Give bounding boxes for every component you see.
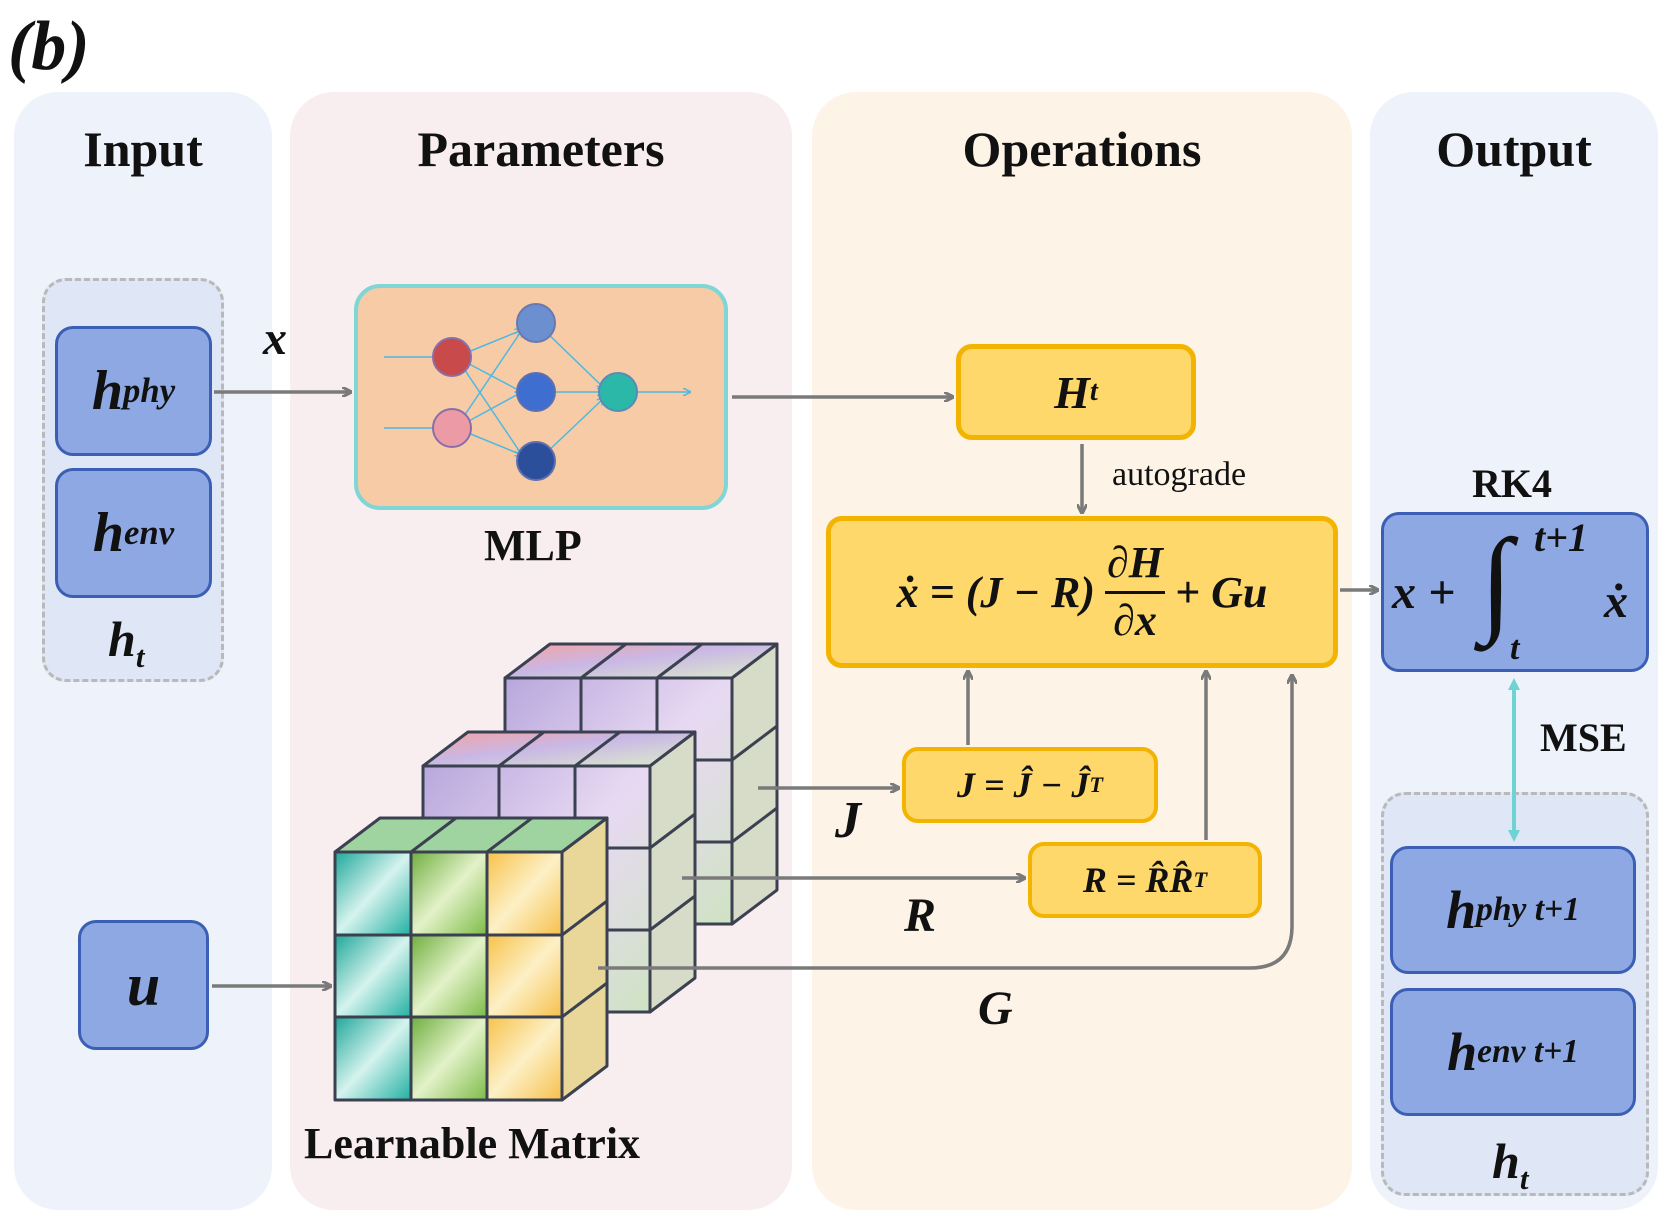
input-ht-base: h <box>108 611 136 667</box>
integral-integrand: ẋ <box>1604 575 1628 628</box>
R-eq-sup: T <box>1193 867 1208 892</box>
hamiltonian-base: H <box>1054 366 1090 418</box>
R-edge-label: R <box>904 889 937 942</box>
column-title-parameters: Parameters <box>417 121 665 177</box>
column-title-output: Output <box>1436 121 1592 177</box>
J-eq-text: J = Ĵ − Ĵ <box>957 765 1090 805</box>
h-env-next-base: h <box>1447 1022 1478 1082</box>
h-env-base: h <box>92 502 124 564</box>
main-eq-rhs: + Gu <box>1175 567 1268 617</box>
learnable-matrix-label: Learnable Matrix <box>304 1119 641 1168</box>
integral-lower: t <box>1510 630 1520 667</box>
R-equation-box: R = R̂R̂T <box>1028 842 1262 918</box>
h-phy-base: h <box>91 360 124 422</box>
u-label: u <box>126 951 161 1018</box>
output-ht-label: ht <box>1492 1136 1528 1194</box>
h-env-sub: env <box>124 513 175 552</box>
G-edge-label: G <box>978 982 1013 1035</box>
main-eq-numerator: ∂H <box>1105 540 1166 594</box>
main-eq-denominator: ∂x <box>1113 595 1157 645</box>
integral-sign: ∫ <box>1480 515 1513 646</box>
h-env-next-sub: env t+1 <box>1477 1033 1579 1070</box>
h-phy-sub: phy <box>123 371 176 410</box>
main-eq-fraction: ∂H ∂x <box>1105 540 1166 645</box>
hamiltonian-sub: t <box>1089 376 1098 407</box>
mse-label: MSE <box>1540 715 1627 760</box>
J-edge-label: J <box>835 792 861 849</box>
integral-upper: t+1 <box>1534 515 1588 560</box>
integral-prefix: x + <box>1392 565 1456 619</box>
input-ht-label: ht <box>108 614 144 672</box>
rk4-integral-box: x + <box>1381 512 1649 672</box>
J-eq-sup: T <box>1089 772 1103 797</box>
R-eq-text: R = R̂R̂ <box>1082 860 1194 900</box>
output-ht-base: h <box>1492 1133 1520 1189</box>
h-phy-next-base: h <box>1446 880 1477 940</box>
autograde-label: autograde <box>1112 456 1247 493</box>
x-edge-label: x <box>263 312 287 365</box>
parameters-panel <box>290 92 792 1210</box>
h-phy-next-sub: phy t+1 <box>1476 891 1580 928</box>
figure-label: (b) <box>8 8 90 85</box>
rk4-label: RK4 <box>1472 461 1552 506</box>
output-ht-sub: t <box>1519 1161 1529 1196</box>
main-equation-box: ẋ = (J − R) ∂H ∂x + Gu <box>826 516 1338 668</box>
column-title-input: Input <box>83 121 203 177</box>
mlp-label: MLP <box>484 521 582 570</box>
main-eq-lhs: ẋ = (J − R) <box>896 567 1096 617</box>
u-box: u <box>78 920 209 1050</box>
mlp-box <box>354 284 728 510</box>
input-ht-sub: t <box>135 639 145 674</box>
column-title-operations: Operations <box>962 121 1202 177</box>
